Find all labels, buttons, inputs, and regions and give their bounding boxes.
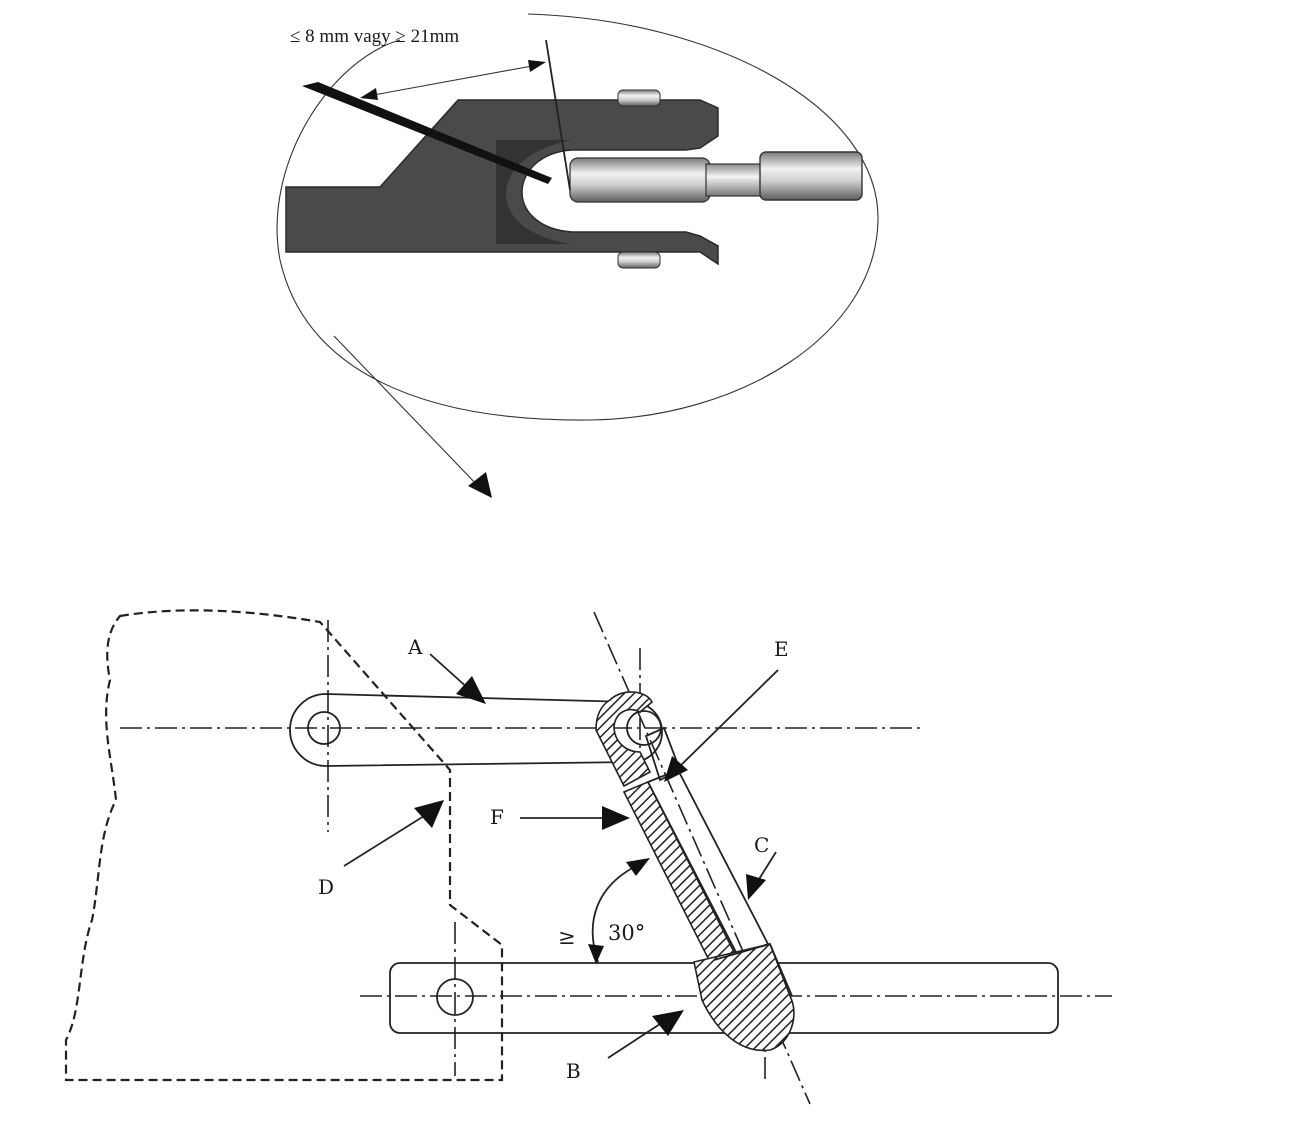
- phantom-body-outline: [64, 609, 504, 1082]
- arrowhead-A: [456, 676, 486, 704]
- clearance-line: [545, 39, 571, 191]
- angle-arrowhead-top: [626, 858, 650, 876]
- leader-B: [607, 1023, 661, 1059]
- pin-bottom: [617, 251, 661, 269]
- pin-top: [617, 89, 661, 107]
- link-A-hole-left: [307, 711, 341, 745]
- arrowhead-F: [602, 806, 630, 830]
- arrowhead-B: [652, 1010, 684, 1036]
- detail-ellipse: [276, 13, 879, 421]
- dimension-text: ≤ 8 mm vagy ≥ 21mm: [290, 26, 459, 47]
- mechanism-view: A E F C D B ≥ 30°: [64, 609, 1112, 1105]
- callout-arrowhead: [468, 472, 492, 498]
- wedge-pointer: [302, 82, 552, 184]
- label-F: F: [490, 805, 504, 829]
- strut-lower-cap-outline: [713, 942, 793, 997]
- callout-line: [333, 335, 481, 489]
- angle-value: 30°: [608, 921, 645, 945]
- leader-D: [343, 815, 425, 867]
- detail-view: ≤ 8 mm vagy ≥ 21mm: [276, 13, 879, 498]
- label-C: C: [754, 833, 769, 857]
- label-B: B: [566, 1059, 581, 1083]
- angle-symbol: ≥: [558, 925, 576, 949]
- arrowhead-E: [664, 756, 688, 782]
- arrowhead-D: [414, 800, 444, 828]
- link-A: [289, 693, 663, 767]
- rod-eye: [569, 157, 711, 203]
- link-B-hole-left: [436, 978, 474, 1016]
- leader-E: [675, 669, 779, 771]
- label-D: D: [318, 875, 334, 899]
- dimension-leader: [367, 65, 533, 97]
- label-E: E: [774, 637, 789, 661]
- link-A-hole-right: [626, 710, 662, 746]
- shroud-F-upper: [595, 691, 653, 788]
- cylinder-body: [759, 151, 863, 201]
- strut-lower-cap: [693, 943, 795, 1052]
- arrowhead-C: [746, 874, 766, 900]
- dimension-arrowhead-right: [528, 60, 546, 72]
- leader-A: [429, 653, 471, 691]
- dimension-arrowhead-left: [360, 88, 378, 100]
- angle-arrowhead-bottom: [588, 944, 604, 964]
- label-A: A: [407, 635, 423, 659]
